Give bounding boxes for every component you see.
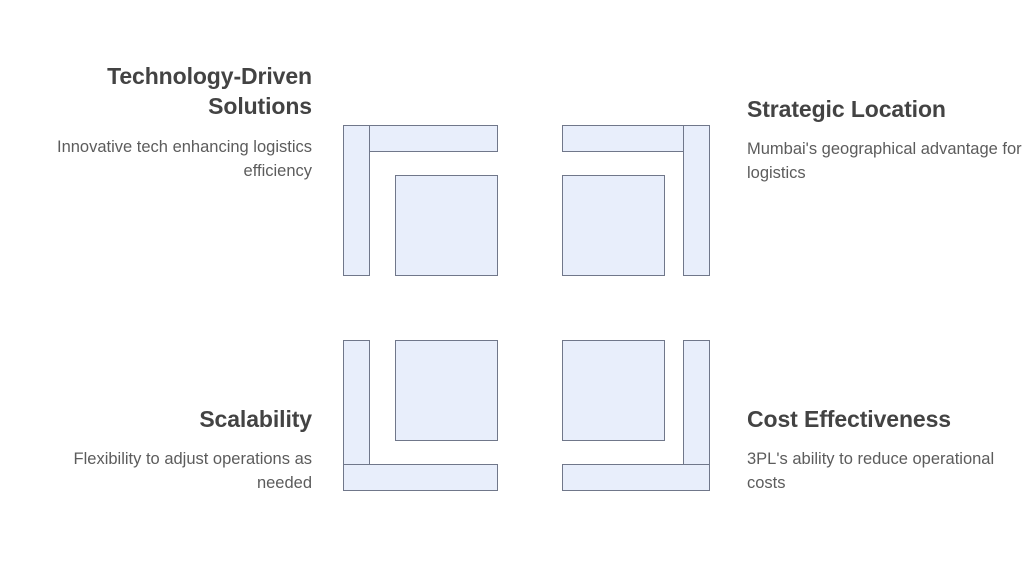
bracket-vertical-arm-icon	[683, 125, 710, 276]
callout-technology-driven-solutions: Technology-Driven Solutions Innovative t…	[22, 61, 312, 183]
callout-description: Flexibility to adjust operations as need…	[73, 450, 312, 493]
callout-cost-effectiveness: Cost Effectiveness 3PL's ability to redu…	[747, 404, 1024, 496]
inner-square-bottom-left-icon	[395, 340, 498, 441]
callout-description: Mumbai's geographical advantage for logi…	[747, 140, 1022, 183]
callout-scalability: Scalability Flexibility to adjust operat…	[22, 404, 313, 496]
inner-square-bottom-right-icon	[562, 340, 665, 441]
callout-heading: Cost Effectiveness	[747, 406, 951, 432]
callout-description: Innovative tech enhancing logistics effi…	[57, 137, 312, 180]
callout-strategic-location: Strategic Location Mumbai's geographical…	[747, 94, 1024, 186]
bracket-horizontal-arm-icon	[562, 464, 710, 491]
callout-heading: Technology-Driven Solutions	[107, 63, 312, 120]
inner-square-top-left-icon	[395, 175, 498, 276]
bracket-vertical-arm-icon	[343, 125, 370, 276]
callout-description: 3PL's ability to reduce operational cost…	[747, 450, 995, 493]
bracket-horizontal-arm-icon	[343, 464, 498, 491]
callout-heading: Strategic Location	[747, 96, 946, 122]
inner-square-top-right-icon	[562, 175, 665, 276]
callout-heading: Scalability	[199, 406, 312, 432]
